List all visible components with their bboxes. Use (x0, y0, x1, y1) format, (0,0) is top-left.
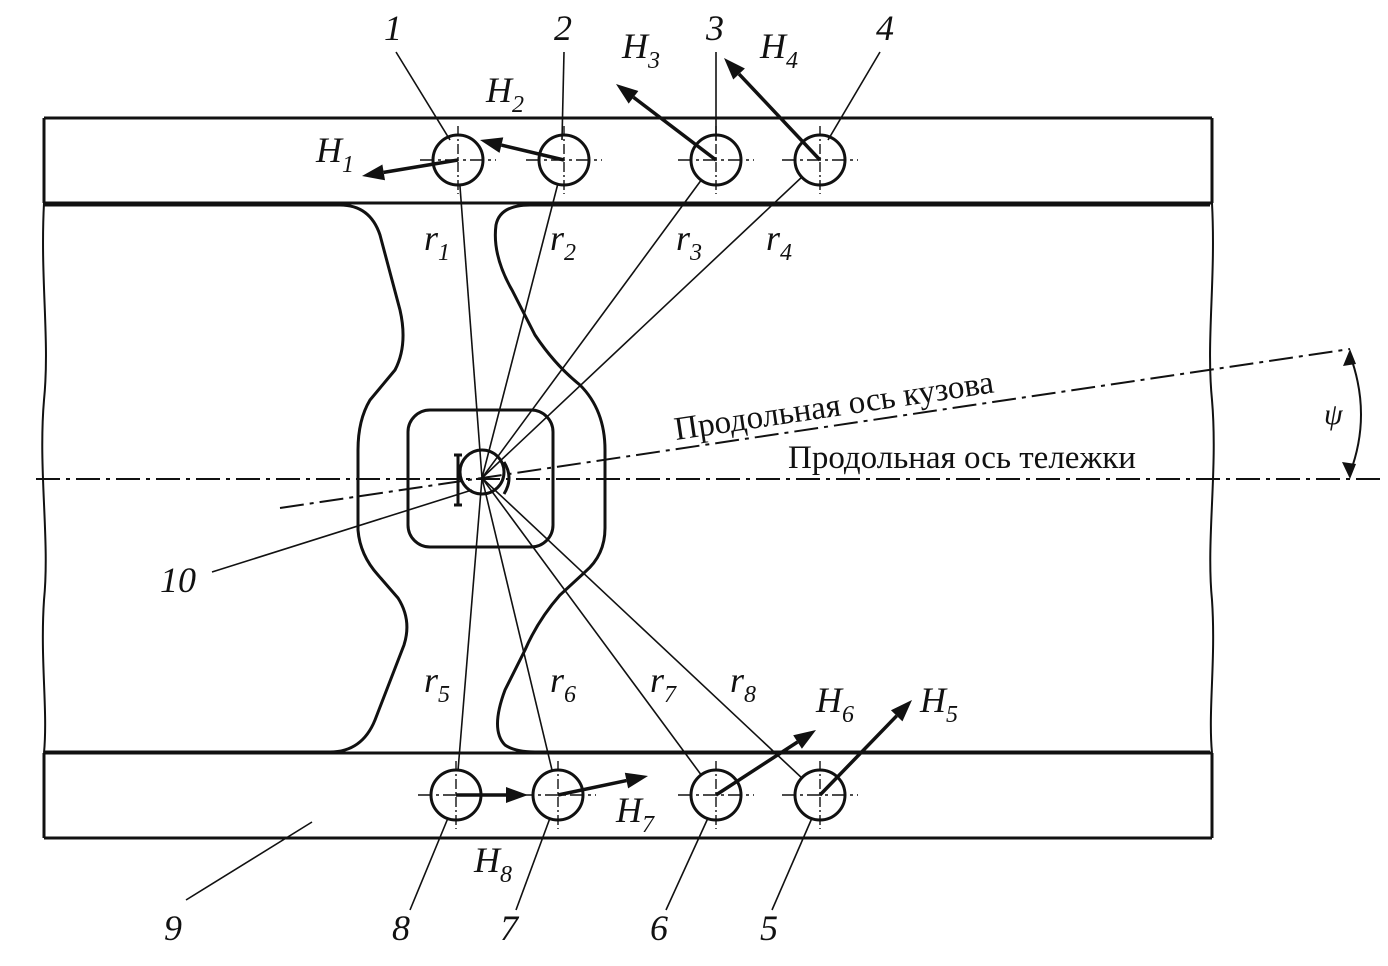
force-arrow-H7 (557, 772, 648, 797)
radius-line-3 (481, 159, 717, 479)
pivot-center (454, 448, 511, 507)
radius-line-5 (481, 477, 821, 796)
force-arrow-H5 (818, 700, 912, 797)
force-arrow-H3 (616, 84, 718, 162)
break-lines (41, 202, 1215, 754)
force-label-H2: H2 (485, 70, 524, 118)
bolt-number-1: 1 (384, 8, 402, 48)
radius-label-r3: r3 (676, 218, 702, 266)
radius-label-r2: r2 (550, 218, 576, 266)
force-arrow-H1 (362, 158, 459, 181)
leader-line-5 (771, 817, 813, 911)
force-label-H3: H3 (621, 26, 660, 74)
radius-line-1 (457, 159, 483, 479)
leader-lines (185, 51, 881, 911)
radius-lines (455, 159, 821, 796)
radius-label-r5: r5 (424, 660, 450, 708)
radius-line-4 (481, 159, 821, 479)
leader-line-7 (515, 817, 551, 911)
leader-line-4 (827, 51, 881, 141)
pivot-callout: 10 (160, 560, 196, 600)
bolt-number-4: 4 (876, 8, 894, 48)
radius-label-r4: r4 (766, 218, 792, 266)
force-arrows (362, 58, 912, 803)
radius-label-r7: r7 (650, 660, 677, 708)
leader-line-9 (185, 821, 313, 901)
leader-line-6 (665, 817, 709, 911)
force-arrow-H8 (456, 787, 528, 803)
bolt-number-3: 3 (705, 8, 724, 48)
bolt-number-6: 6 (650, 908, 668, 948)
force-arrow-H2 (480, 137, 565, 162)
bogie-axis-label: Продольная ось тележки (788, 440, 1136, 476)
angle-symbol: ψ (1324, 398, 1344, 431)
bolt-number-7: 7 (500, 908, 520, 948)
force-label-H5: H5 (919, 680, 958, 728)
transom-contour (44, 203, 1210, 754)
body-axis-label: Продольная ось кузова (672, 365, 997, 448)
bolt-number-2: 2 (554, 8, 572, 48)
force-label-H7: H7 (615, 790, 655, 838)
force-label-H1: H1 (315, 130, 354, 178)
leader-line-8 (409, 817, 449, 911)
leader-line-10 (211, 489, 473, 573)
radius-line-2 (481, 159, 565, 479)
force-label-H8: H8 (473, 840, 512, 888)
force-arrow-H4 (724, 58, 822, 162)
radius-label-r8: r8 (730, 660, 756, 708)
radius-line-7 (481, 477, 559, 796)
force-arrow-H6 (715, 730, 816, 797)
bolt-number-8: 8 (392, 908, 410, 948)
body-longitudinal-axis (279, 348, 1351, 509)
radius-label-r6: r6 (550, 660, 576, 708)
radius-line-6 (481, 477, 717, 796)
bolt-number-5: 5 (760, 908, 778, 948)
leader-line-1 (395, 51, 451, 141)
leader-line-2 (561, 51, 565, 141)
frame-callout: 9 (164, 908, 182, 948)
radius-line-8 (455, 477, 483, 796)
angle-arc (1349, 354, 1362, 474)
force-label-H4: H4 (759, 26, 798, 74)
radius-label-r1: r1 (424, 218, 450, 266)
force-label-H6: H6 (815, 680, 854, 728)
